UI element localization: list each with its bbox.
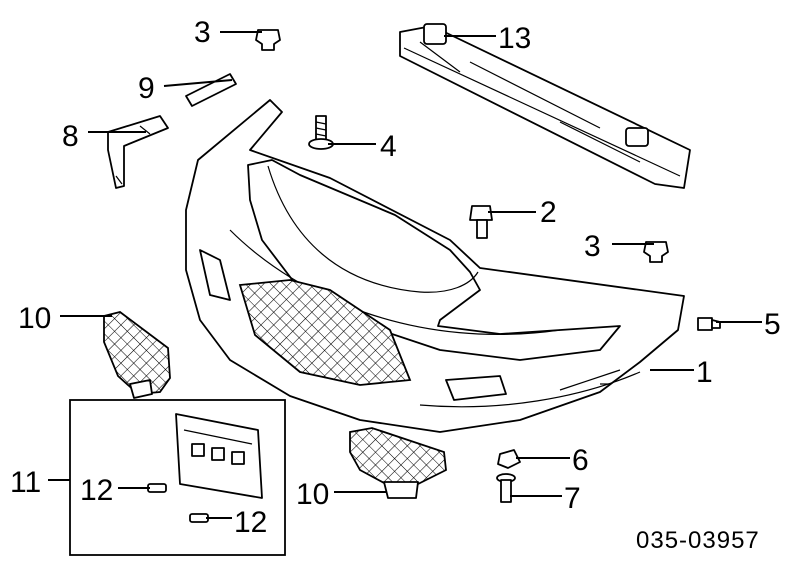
leader-lines bbox=[48, 31, 762, 519]
callout-12-left: 12 bbox=[80, 474, 113, 507]
callout-5: 5 bbox=[764, 308, 781, 341]
bumper-reinforcement-beam bbox=[399, 23, 691, 189]
callout-11: 11 bbox=[10, 466, 41, 499]
callout-4: 4 bbox=[380, 130, 397, 163]
clip-upper bbox=[255, 29, 281, 51]
callout-6: 6 bbox=[572, 444, 589, 477]
bolt-2 bbox=[469, 205, 493, 239]
grille-left bbox=[103, 311, 171, 399]
callout-9: 9 bbox=[138, 72, 155, 105]
plate-bracket-group bbox=[69, 399, 286, 556]
screw-5 bbox=[697, 317, 721, 331]
callout-labels: 3 9 8 13 4 2 3 5 1 6 7 10 10 11 12 12 bbox=[10, 16, 781, 539]
callout-3-upper: 3 bbox=[194, 16, 211, 49]
callout-12-right: 12 bbox=[234, 506, 267, 539]
callout-7: 7 bbox=[564, 482, 581, 515]
callout-13: 13 bbox=[498, 22, 531, 55]
nut-6 bbox=[497, 449, 521, 469]
bolt-7 bbox=[496, 473, 516, 503]
clip-right bbox=[643, 241, 669, 263]
grille-right bbox=[349, 427, 447, 499]
side-bracket bbox=[107, 115, 169, 189]
trim-strip bbox=[185, 73, 237, 107]
callout-10-right: 10 bbox=[296, 478, 329, 511]
callout-8: 8 bbox=[62, 120, 79, 153]
bolt-4 bbox=[308, 115, 334, 150]
callout-10-left: 10 bbox=[18, 302, 51, 335]
callout-3-right: 3 bbox=[584, 230, 601, 263]
callout-2: 2 bbox=[540, 196, 557, 229]
diagram-code: 035-03957 bbox=[636, 527, 760, 554]
callout-1: 1 bbox=[696, 356, 713, 389]
bumper-cover bbox=[185, 99, 685, 433]
